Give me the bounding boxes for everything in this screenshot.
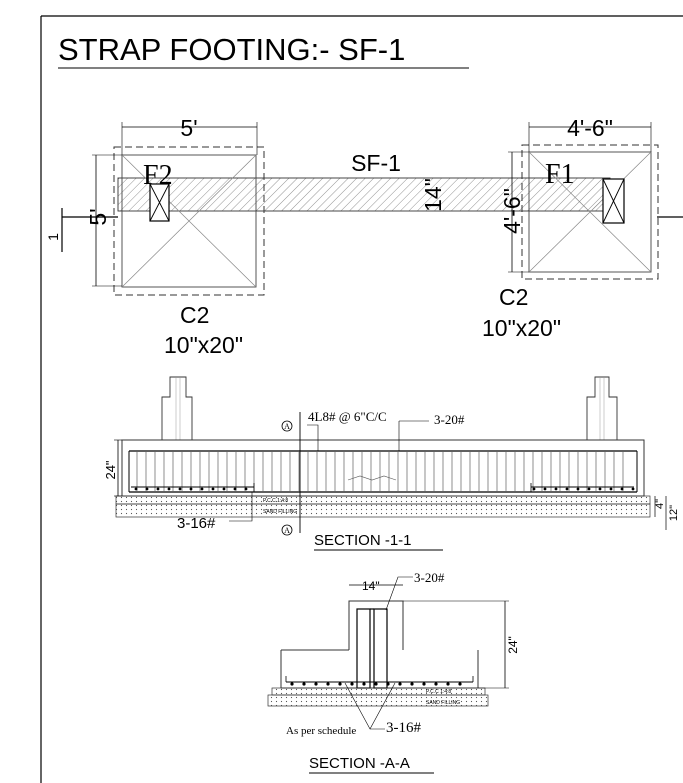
sectionaa-top-bars-label: 3-20# bbox=[414, 570, 445, 585]
strap-mark: SF-1 bbox=[351, 150, 401, 176]
f1-width-dim: 4'-6" bbox=[567, 115, 613, 141]
plan-view: 5' 5' F2 1 SF-1 14" bbox=[45, 115, 683, 358]
column-right-mark: C2 bbox=[499, 284, 528, 310]
footing-f2 bbox=[92, 122, 265, 296]
section-cut-label: 1 bbox=[45, 233, 61, 241]
footing-f1 bbox=[508, 122, 659, 280]
sectionaa-schedule-note: As per schedule bbox=[286, 725, 356, 737]
f2-width-dim: 5' bbox=[180, 115, 197, 141]
section11-bottom-bars-label: 3-16# bbox=[177, 515, 216, 532]
strap-width-dim: 14" bbox=[420, 178, 446, 212]
section-1-1: P.C.C 1:4:8 SAND FILLING A A 4L8# @ 6"C/… bbox=[103, 376, 680, 551]
section11-pcc-label: P.C.C 1:4:8 bbox=[263, 498, 288, 504]
section-marker-bottom-label: A bbox=[284, 526, 290, 535]
section11-title: SECTION -1-1 bbox=[314, 532, 412, 549]
f1-mark: F1 bbox=[545, 159, 575, 190]
sectionaa-bottom-bars-label: 3-16# bbox=[386, 720, 421, 736]
sheet-border bbox=[40, 15, 683, 783]
column-left-mark: C2 bbox=[180, 302, 209, 328]
column-right-size: 10"x20" bbox=[482, 315, 561, 341]
section11-stirrups-label: 4L8# @ 6"C/C bbox=[308, 409, 387, 424]
section-marker-bottom bbox=[281, 524, 293, 536]
sectionaa-sand-label: SAND FILLING bbox=[426, 700, 460, 706]
f2-mark: F2 bbox=[143, 160, 173, 191]
sectionaa-width-dim: 14" bbox=[362, 579, 380, 593]
section-cut-1-left bbox=[61, 208, 118, 252]
section11-sand-thk: 12" bbox=[668, 505, 680, 521]
sectionaa-depth-dim: 24" bbox=[506, 636, 520, 654]
sectionaa-title: SECTION -A-A bbox=[309, 755, 410, 772]
section11-sand-label: SAND FILLING bbox=[263, 509, 297, 515]
section-marker-top bbox=[281, 420, 293, 432]
drawing-title: STRAP FOOTING:- SF-1 bbox=[58, 32, 405, 67]
column-left-size: 10"x20" bbox=[164, 332, 243, 358]
section-a-a: P.C.C 1:4:8 SAND FILLING 14" 3-20# 24" A… bbox=[267, 570, 520, 774]
section11-depth-dim: 24" bbox=[103, 460, 118, 479]
sectionaa-pcc-label: P.C.C 1:4:8 bbox=[426, 689, 451, 695]
section11-top-bars-label: 3-20# bbox=[434, 412, 465, 427]
section-marker-top-label: A bbox=[284, 422, 290, 431]
section11-pcc-thk: 4" bbox=[654, 499, 666, 509]
f1-length-dim: 4'-6" bbox=[499, 188, 525, 234]
strap-beam bbox=[117, 177, 611, 212]
